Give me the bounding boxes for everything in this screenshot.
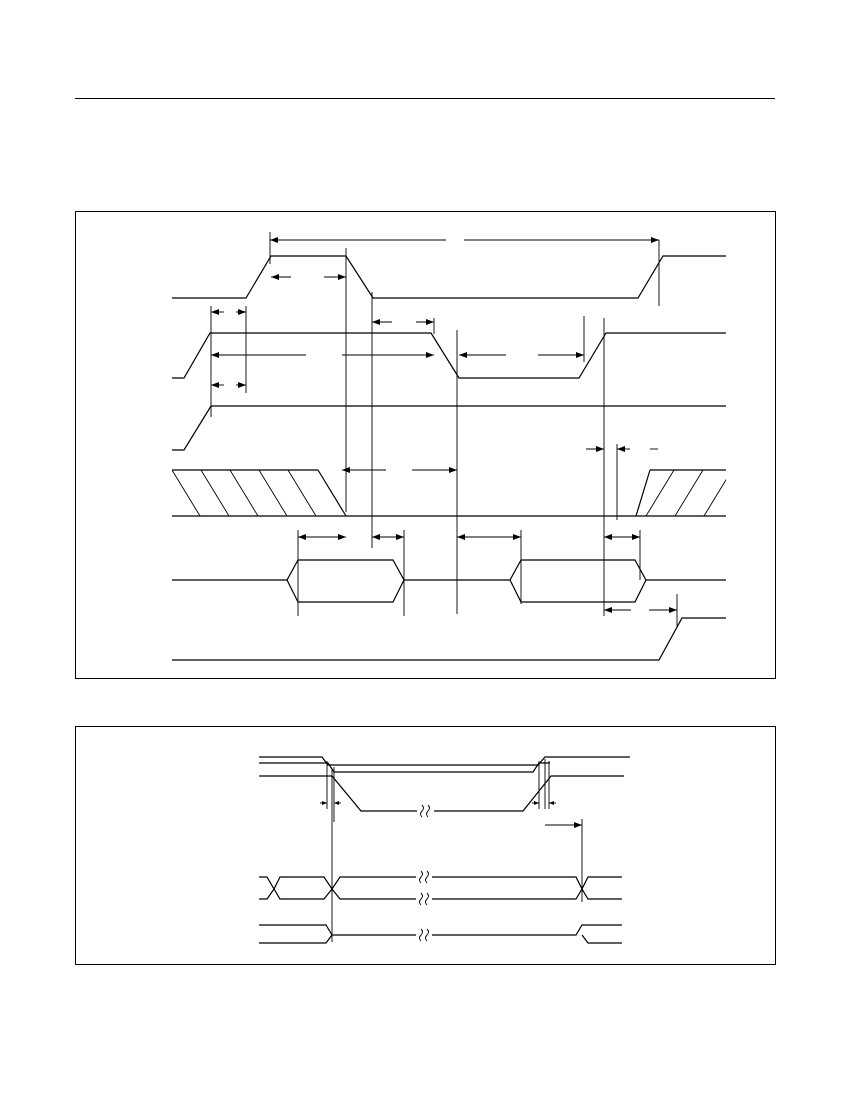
hatch-right	[646, 470, 732, 516]
control-signal-3	[259, 776, 417, 811]
control-signal-1	[259, 757, 630, 765]
timing-diagram-panel	[75, 211, 776, 679]
waveform-1	[172, 256, 726, 298]
timing-diagram	[76, 212, 777, 680]
timing-reference-lines	[211, 232, 677, 626]
break-mark-1	[421, 805, 430, 817]
hold-timing-diagram	[76, 727, 777, 966]
waveform-6	[172, 618, 726, 660]
timing-dimension-arrows	[211, 237, 677, 613]
header-rule	[75, 98, 775, 99]
control-signal-3b	[434, 776, 624, 811]
hold-timing-diagram-panel	[75, 726, 776, 965]
address-bus	[259, 871, 622, 905]
edge-markers	[320, 759, 582, 942]
control-signal-2	[259, 763, 550, 772]
hatch-left	[172, 470, 316, 516]
waveform-2	[172, 333, 726, 378]
data-bus	[259, 925, 622, 943]
waveform-3	[172, 406, 726, 450]
waveform-5-data	[172, 560, 726, 602]
waveform-4-bus	[172, 470, 732, 516]
